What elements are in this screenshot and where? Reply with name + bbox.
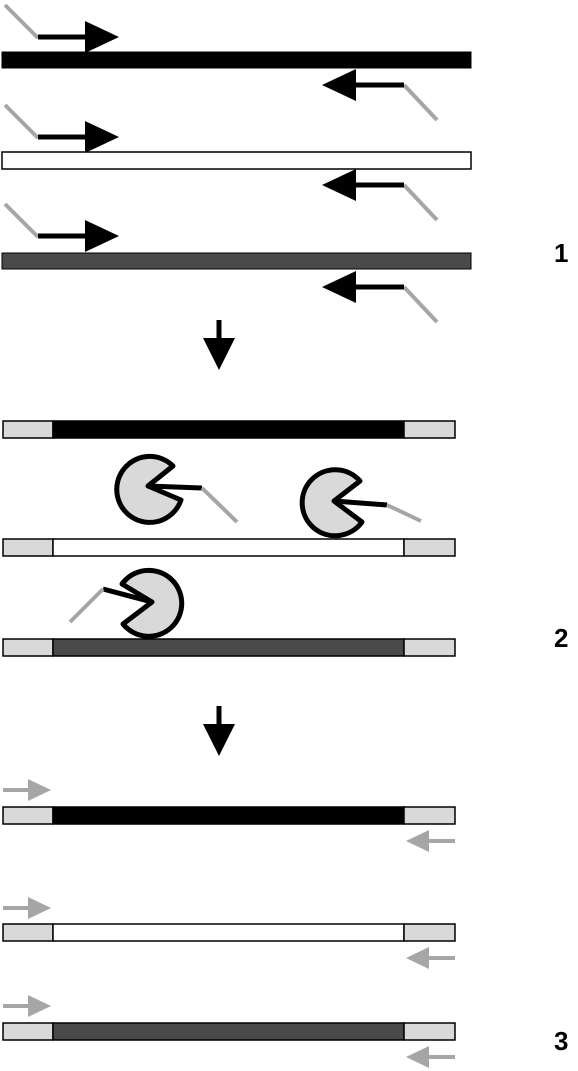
product-white-step3 <box>2 897 456 969</box>
strand-white <box>1 151 472 170</box>
adapter-right <box>403 420 456 439</box>
primer-tail <box>402 183 439 222</box>
primer-arrow-icon <box>406 1046 455 1068</box>
adapter-right <box>403 638 456 657</box>
forward-tailed-primer <box>3 202 119 252</box>
adapter-right <box>403 1022 456 1041</box>
strand-white <box>52 538 405 557</box>
adapter-left <box>2 420 54 439</box>
forward-arrow-icon <box>85 121 119 153</box>
primer-arrow-icon <box>406 947 455 969</box>
strand-black <box>52 420 405 439</box>
step-number-2: 2 <box>554 623 569 653</box>
primer-tail <box>3 3 40 40</box>
adapter-right <box>403 538 456 557</box>
adapter-left <box>2 923 54 942</box>
template-darkgray-step1 <box>1 202 472 324</box>
product-darkgray-step2 <box>2 638 456 657</box>
product-white-step2 <box>2 538 456 557</box>
primer-arrow-icon <box>406 830 455 852</box>
adapter-left <box>2 538 54 557</box>
template-black-step1 <box>1 3 472 122</box>
step-number-3: 3 <box>554 1026 569 1056</box>
pacman-enzyme-icon <box>114 453 239 525</box>
step-number-1: 1 <box>554 238 569 268</box>
reverse-tailed-primer <box>322 169 439 222</box>
reverse-tailed-primer <box>322 69 439 122</box>
down-arrow-icon <box>203 320 235 370</box>
pacman-enzyme-icon <box>68 567 185 639</box>
strand-dark-gray <box>52 1022 405 1041</box>
reverse-tailed-primer <box>322 271 439 324</box>
adapter-right <box>403 923 456 942</box>
product-black-step2 <box>2 420 456 439</box>
down-arrow-icon <box>203 706 235 756</box>
reverse-arrow-icon <box>322 271 356 303</box>
forward-tailed-primer <box>3 3 119 53</box>
primer-tail <box>402 83 439 122</box>
product-black-step3 <box>2 779 456 852</box>
forward-tailed-primer <box>3 103 119 153</box>
template-white-step1 <box>1 103 472 222</box>
step-3-group <box>2 779 456 1068</box>
pacman-enzyme-icon <box>299 467 422 539</box>
strand-black <box>1 51 472 69</box>
forward-arrow-icon <box>85 21 119 53</box>
adapter-left <box>2 1022 54 1041</box>
adapter-left <box>2 806 54 825</box>
primer-tail <box>3 103 40 140</box>
primer-arrow-icon <box>3 897 51 919</box>
adapter-left <box>2 638 54 657</box>
primer-tail <box>402 285 439 324</box>
product-darkgray-step3 <box>2 995 456 1068</box>
adapter-right <box>403 806 456 825</box>
strand-dark-gray <box>1 252 472 270</box>
reverse-arrow-icon <box>322 69 356 101</box>
reverse-arrow-icon <box>322 169 356 201</box>
strand-dark-gray <box>52 638 405 657</box>
step-2-group <box>2 420 456 657</box>
strand-white <box>52 923 405 942</box>
step-1-group <box>1 3 472 324</box>
forward-arrow-icon <box>85 220 119 252</box>
strand-black <box>52 806 405 825</box>
primer-arrow-icon <box>3 779 51 801</box>
primer-tail <box>3 202 40 239</box>
primer-arrow-icon <box>3 995 51 1017</box>
